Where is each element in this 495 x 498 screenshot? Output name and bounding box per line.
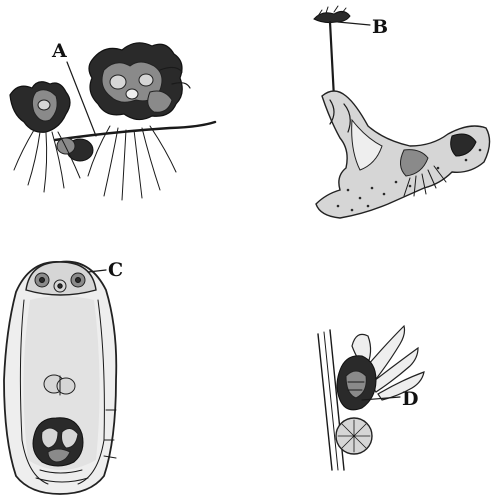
marchantia-gemmae-plant-icon [10,43,215,200]
embryo-sac-egg-apparatus-icon [4,262,116,494]
fern-prothallus-with-sporophyte-icon [314,6,490,218]
label-a: A [51,40,67,62]
panel-b: B [314,6,490,218]
panel-c: C [4,259,123,494]
panel-d: D [318,326,424,470]
label-c: C [108,259,123,281]
panel-a: A [10,40,215,200]
label-b: B [372,16,388,38]
label-d: D [402,388,418,410]
